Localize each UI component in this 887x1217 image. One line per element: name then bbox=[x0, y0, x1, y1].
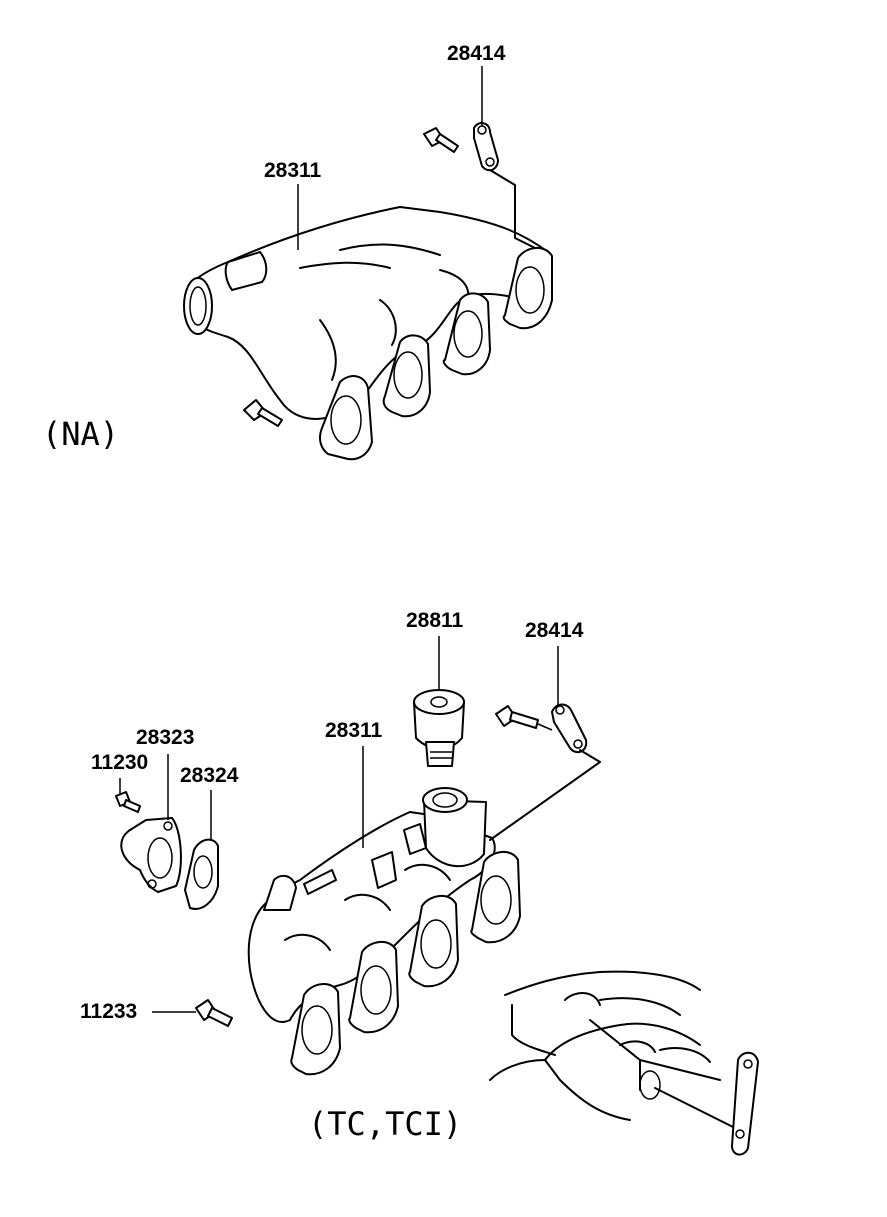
tc-flange-2 bbox=[348, 941, 399, 1034]
na-manifold bbox=[183, 66, 553, 461]
na-bolt-lower bbox=[243, 399, 283, 427]
label-28414-bottom: 28414 bbox=[525, 619, 584, 642]
caption-tc-tci: (TC,TCI) bbox=[308, 1105, 463, 1143]
tc-flange-1 bbox=[290, 983, 341, 1076]
label-28324: 28324 bbox=[180, 764, 239, 787]
na-flange-2 bbox=[382, 334, 431, 418]
na-flange-1 bbox=[319, 375, 373, 461]
tc-turbo-port bbox=[422, 787, 487, 868]
tc-flange-3 bbox=[408, 895, 459, 988]
label-11233: 11233 bbox=[80, 1000, 138, 1023]
label-28323: 28323 bbox=[136, 726, 195, 749]
na-flange-3 bbox=[442, 292, 491, 376]
tc-end-stud bbox=[263, 874, 297, 911]
caption-na: (NA) bbox=[42, 415, 120, 453]
tc-cover bbox=[120, 817, 182, 893]
label-28414-top: 28414 bbox=[447, 42, 506, 65]
label-28311-top: 28311 bbox=[264, 159, 322, 182]
tc-bolt-cover bbox=[115, 791, 141, 813]
na-bracket bbox=[473, 122, 536, 249]
na-bolt-upper bbox=[423, 127, 459, 153]
tc-gasket bbox=[184, 838, 219, 910]
na-flange-4 bbox=[502, 247, 553, 330]
tc-flange-4 bbox=[470, 851, 521, 944]
label-28311-bottom: 28311 bbox=[325, 719, 383, 742]
tc-manifold bbox=[115, 636, 759, 1156]
tc-stud bbox=[303, 869, 337, 895]
tc-bolt-bracket bbox=[495, 705, 553, 731]
label-11230: 11230 bbox=[91, 751, 149, 774]
tc-stud-2 bbox=[371, 851, 397, 889]
tc-stud-3 bbox=[403, 823, 427, 855]
engine-block-inset bbox=[489, 970, 759, 1156]
label-28811: 28811 bbox=[406, 609, 464, 632]
tc-bolt-manifold bbox=[195, 999, 233, 1027]
tc-turbo-fitting bbox=[413, 689, 465, 767]
